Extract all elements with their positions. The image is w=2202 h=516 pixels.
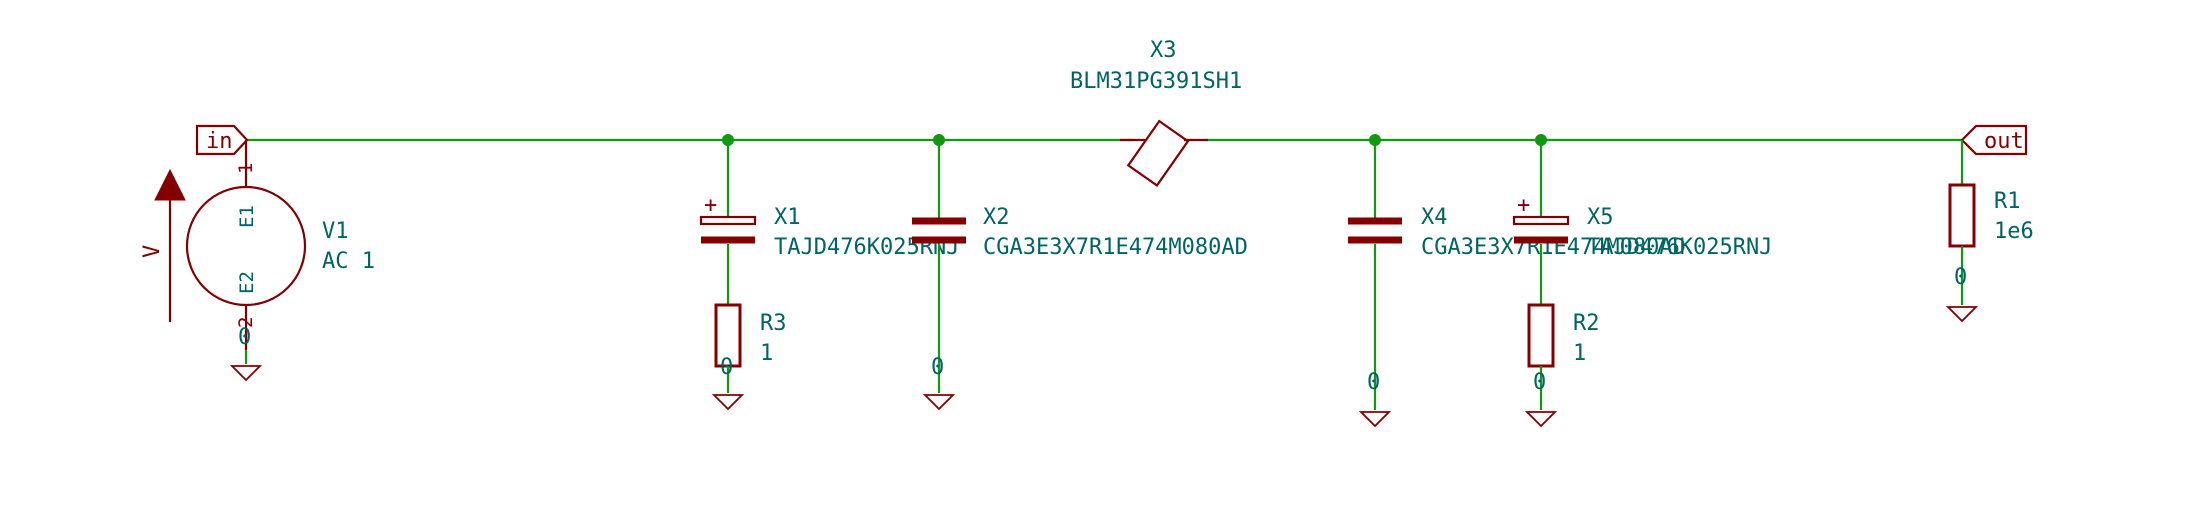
v1-pin2-number: 2 bbox=[235, 317, 257, 328]
x3-reference: X3 bbox=[1150, 38, 1177, 63]
ground-icon bbox=[1524, 411, 1558, 428]
ground-icon bbox=[1945, 306, 1979, 323]
input-port[interactable]: in bbox=[195, 124, 249, 156]
v1-e1-label: E1 bbox=[236, 205, 258, 228]
ferrite-bead-x3[interactable]: X3 BLM31PG391SH1 bbox=[1070, 38, 1242, 187]
ground-icon bbox=[711, 394, 745, 411]
ground-icon: 0 bbox=[229, 325, 263, 382]
r1-value: 1e6 bbox=[1994, 219, 2034, 244]
v1-value: AC 1 bbox=[322, 249, 375, 274]
r2-reference: R2 bbox=[1573, 311, 1600, 336]
input-port-label: in bbox=[206, 129, 233, 154]
r2-node-label: 0 bbox=[1533, 370, 1546, 395]
x2-value: CGA3E3X7R1E474M080AD bbox=[983, 235, 1248, 260]
ground-icon bbox=[1358, 411, 1392, 428]
x3-value: BLM31PG391SH1 bbox=[1070, 69, 1242, 94]
x4-node-label: 0 bbox=[1367, 370, 1380, 395]
x5-polarity-mark: + bbox=[1517, 193, 1530, 218]
capacitor-x4[interactable]: X4 CGA3E3X7R1E474M080AD 0 bbox=[1348, 140, 1686, 428]
voltage-arrow-icon: V bbox=[140, 168, 186, 322]
capacitor-x2[interactable]: X2 CGA3E3X7R1E474M080AD 0 bbox=[912, 140, 1248, 411]
resistor-r1[interactable]: R1 1e6 0 bbox=[1945, 140, 2034, 323]
x1-polarity-mark: + bbox=[704, 193, 717, 218]
r3-value: 1 bbox=[760, 341, 773, 366]
ground-icon bbox=[922, 394, 956, 411]
r2-value: 1 bbox=[1573, 341, 1586, 366]
output-port[interactable]: out bbox=[1960, 124, 2028, 156]
r1-reference: R1 bbox=[1994, 189, 2021, 214]
x2-reference: X2 bbox=[983, 205, 1010, 230]
x5-reference: X5 bbox=[1587, 205, 1614, 230]
x5-value: TAJD476K025RNJ bbox=[1587, 235, 1772, 260]
v1-e2-label: E2 bbox=[236, 271, 258, 294]
voltage-arrow-label: V bbox=[140, 245, 165, 258]
r3-node-label: 0 bbox=[720, 355, 733, 380]
v1-node-label: 0 bbox=[238, 325, 251, 350]
r3-reference: R3 bbox=[760, 311, 787, 336]
output-port-label: out bbox=[1984, 129, 2024, 154]
v1-pin1-number: 1 bbox=[235, 163, 257, 174]
capacitor-x5[interactable]: + X5 TAJD476K025RNJ bbox=[1512, 140, 1772, 305]
resistor-r3[interactable]: R3 1 0 bbox=[711, 303, 787, 411]
voltage-source-v1[interactable]: 1 2 E1 E2 V1 AC 1 bbox=[185, 140, 375, 364]
resistor-r2[interactable]: R2 1 0 bbox=[1524, 303, 1600, 428]
v1-reference: V1 bbox=[322, 219, 349, 244]
x4-reference: X4 bbox=[1421, 205, 1448, 230]
x2-node-label: 0 bbox=[931, 355, 944, 380]
x1-reference: X1 bbox=[774, 205, 801, 230]
r1-node-label: 0 bbox=[1954, 265, 1967, 290]
